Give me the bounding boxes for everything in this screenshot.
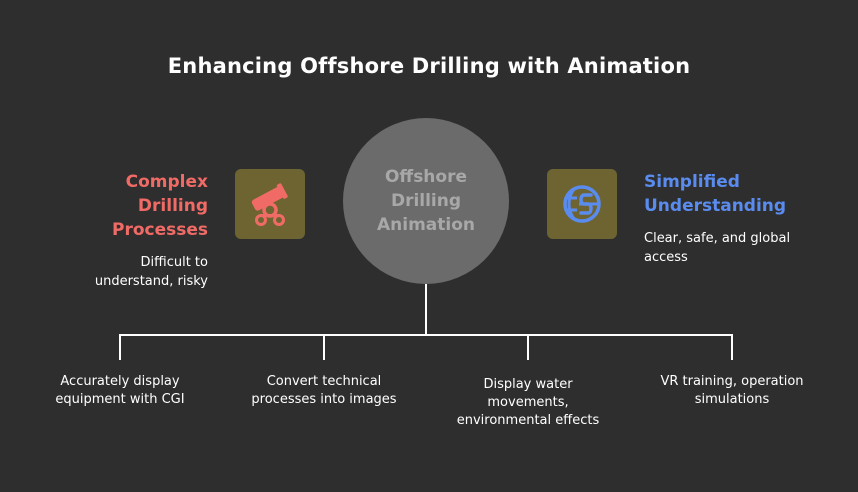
branch-label-4: VR training, operation simulations [637, 373, 827, 409]
right-icon-box [547, 169, 617, 239]
right-heading-line-2: Understanding [644, 196, 787, 216]
left-description: Difficult to understand, risky [60, 253, 208, 291]
branch-1-line-1: Accurately display [60, 374, 180, 389]
right-description-line-1: Clear, safe, and global [644, 231, 791, 246]
left-description-line-2: understand, risky [94, 274, 208, 289]
branch-2-line-2: processes into images [251, 392, 397, 407]
center-line-1: Offshore [384, 167, 468, 187]
left-heading-line-2: Drilling [137, 196, 208, 216]
left-description-line-1: Difficult to [140, 255, 208, 270]
left-heading-line-1: Complex [125, 172, 208, 192]
left-icon-box [235, 169, 305, 239]
right-heading: Simplified Understanding [644, 170, 844, 218]
right-description-line-2: access [644, 250, 688, 265]
branch-3-line-3: environmental effects [456, 413, 600, 428]
right-heading-line-1: Simplified [644, 172, 740, 192]
branch-2-line-1: Convert technical [266, 374, 382, 389]
center-circle [343, 118, 509, 284]
center-label: Offshore Drilling Animation [343, 118, 509, 284]
right-description: Clear, safe, and global access [644, 229, 844, 267]
cannon-icon [251, 183, 288, 226]
branch-3-line-2: movements, [487, 395, 569, 410]
branch-4-line-2: simulations [694, 392, 770, 407]
left-heading-line-3: Processes [111, 220, 208, 240]
globe-icon [563, 185, 601, 223]
branch-3-line-1: Display water [483, 377, 573, 392]
branch-label-1: Accurately display equipment with CGI [25, 373, 215, 409]
branch-4-line-1: VR training, operation [660, 374, 804, 389]
branch-label-2: Convert technical processes into images [229, 373, 419, 409]
center-line-2: Drilling [390, 191, 462, 211]
branch-1-line-2: equipment with CGI [55, 392, 185, 407]
diagram-title: Enhancing Offshore Drilling with Animati… [167, 54, 691, 78]
left-heading: Complex Drilling Processes [60, 170, 208, 242]
branch-label-3: Display water movements, environmental e… [433, 376, 623, 430]
center-line-3: Animation [376, 215, 475, 235]
